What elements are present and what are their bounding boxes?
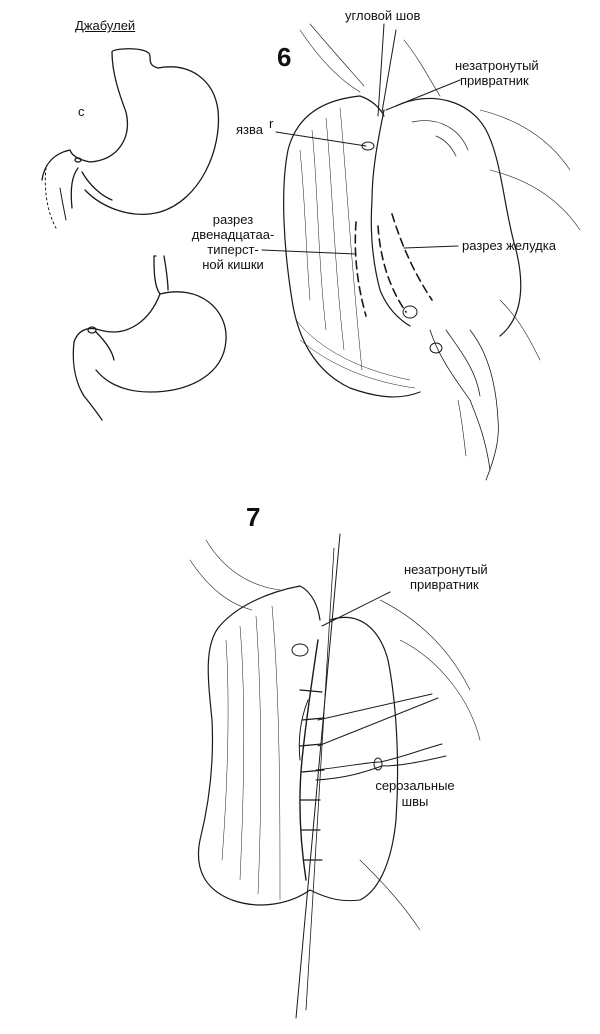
label-serosal-line1: серозальные bbox=[375, 778, 455, 793]
label-duodenum-cut-line3: типерст- bbox=[207, 242, 259, 257]
stomach-sketch-bottom bbox=[72, 255, 227, 421]
stomach-sketch-top bbox=[41, 48, 220, 229]
label-pylorus-6-line2: привратник bbox=[460, 73, 529, 88]
label-duodenum-cut-line4: ной кишки bbox=[202, 257, 264, 272]
panel6-drawing bbox=[261, 23, 581, 481]
author-signature: Джабулей bbox=[75, 18, 136, 33]
panel7-drawing bbox=[189, 533, 481, 1019]
label-angle-suture: угловой шов bbox=[345, 8, 421, 23]
label-ulcer: язва bbox=[236, 122, 263, 137]
label-pylorus-7-line2: привратник bbox=[410, 577, 479, 592]
label-ulcer-mark: r bbox=[269, 116, 274, 131]
label-stomach-cut: разрез желудка bbox=[462, 238, 556, 253]
label-duodenum-cut-line1: разрез bbox=[212, 212, 254, 227]
label-serosal-line2: швы bbox=[401, 794, 429, 809]
label-duodenum-cut-line2: двенадцатаа- bbox=[191, 227, 275, 242]
panel6-number: 6 bbox=[277, 42, 292, 72]
label-pylorus-6-line1: незатронутый bbox=[455, 58, 539, 73]
sketch-letter: c bbox=[78, 104, 85, 119]
label-pylorus-7-line1: незатронутый bbox=[404, 562, 488, 577]
panel7-number: 7 bbox=[246, 502, 261, 532]
